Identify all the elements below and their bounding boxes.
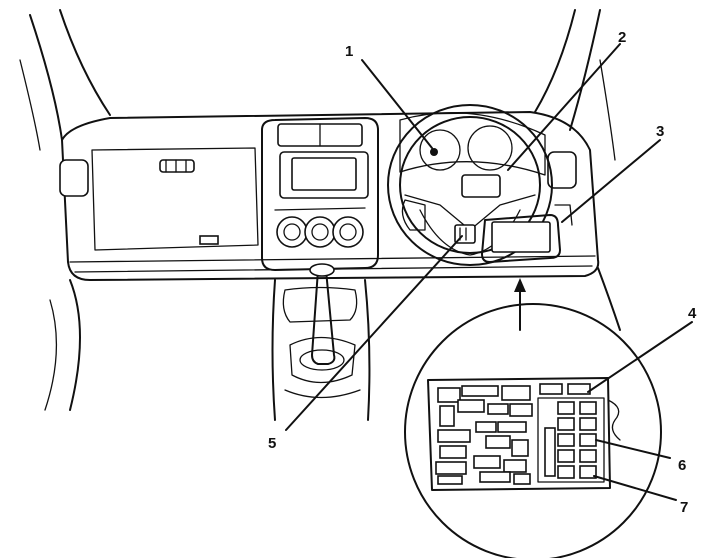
glove-box bbox=[91, 147, 259, 251]
callout-4: 4 bbox=[688, 305, 697, 322]
shift-knob bbox=[309, 263, 335, 277]
fuse-strip bbox=[544, 427, 556, 477]
windshield-frame bbox=[19, 9, 616, 161]
under-dash-fuse-box bbox=[481, 204, 573, 263]
detail-arrow bbox=[514, 278, 526, 331]
center-console bbox=[271, 263, 371, 421]
callouts: 1 2 3 4 5 6 7 bbox=[268, 29, 697, 516]
leader-line-1 bbox=[361, 59, 433, 149]
leader-line-6 bbox=[595, 439, 671, 459]
climate-knob-right bbox=[332, 216, 364, 248]
leader-line-7 bbox=[593, 475, 677, 501]
glove-box-handle bbox=[159, 159, 195, 173]
callout-6: 6 bbox=[678, 457, 686, 474]
climate-knob-left bbox=[276, 216, 308, 248]
left-vent bbox=[59, 159, 89, 197]
leader-lines bbox=[285, 43, 693, 501]
leader-line-5 bbox=[285, 235, 463, 431]
center-stack bbox=[261, 117, 379, 271]
combination-switch bbox=[461, 174, 501, 198]
gauge-cluster bbox=[399, 112, 546, 176]
leader-line-3 bbox=[561, 139, 661, 223]
climate-knob-center bbox=[304, 216, 336, 248]
callout-3: 3 bbox=[656, 123, 664, 140]
fuse-block-left bbox=[435, 383, 591, 485]
steering-wheel bbox=[387, 104, 553, 266]
fuse-block-right bbox=[537, 397, 605, 483]
door-lines bbox=[44, 267, 621, 411]
leader-line-2 bbox=[507, 43, 621, 171]
fuse-panel-detail bbox=[404, 303, 662, 558]
callout-5: 5 bbox=[268, 435, 276, 452]
dashboard bbox=[59, 111, 600, 281]
right-vent bbox=[547, 151, 577, 189]
callout-1: 1 bbox=[345, 43, 353, 60]
shift-lever bbox=[311, 269, 336, 365]
instrument-connector bbox=[430, 148, 438, 156]
callout-2: 2 bbox=[618, 29, 626, 46]
glove-box-latch bbox=[199, 235, 219, 245]
fuse-panel bbox=[427, 377, 611, 491]
callout-7: 7 bbox=[680, 499, 688, 516]
leader-line-4 bbox=[587, 321, 693, 393]
